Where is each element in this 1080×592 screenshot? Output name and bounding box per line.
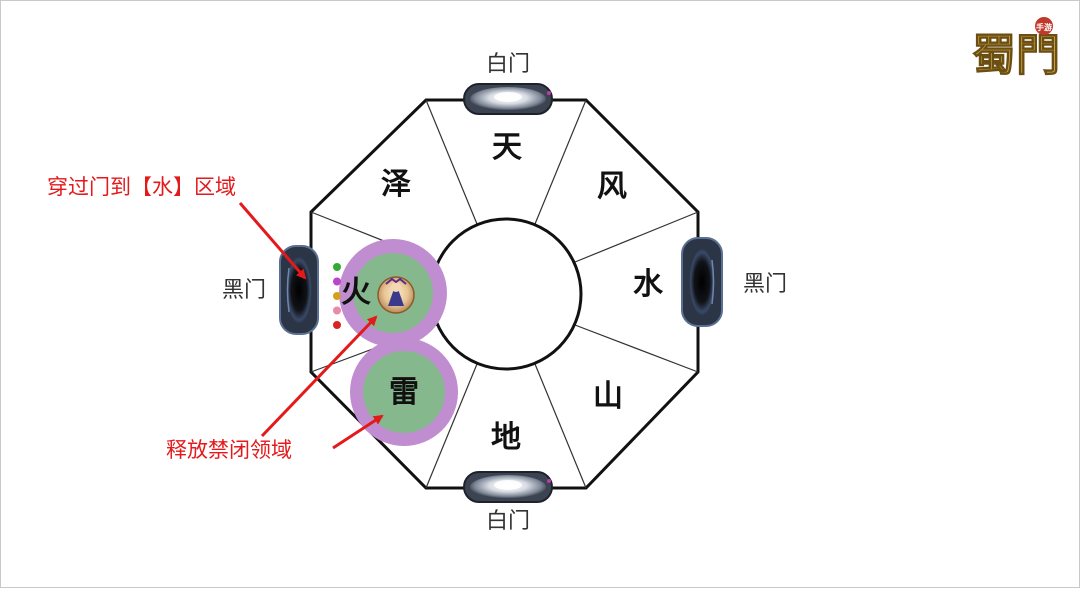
trigram-xun-label: 风 — [597, 169, 627, 204]
trigram-dui-label: 泽 — [381, 167, 411, 202]
buff-dot — [333, 321, 341, 329]
game-logo: 蜀門 手游 — [972, 17, 1061, 82]
annotation-arrow-release-domain-2 — [332, 414, 384, 450]
annotation-pass-gate: 穿过门到【水】区域 — [47, 175, 236, 199]
logo-seal-text: 手游 — [1036, 22, 1052, 32]
trigram-kun-label: 地 — [491, 420, 521, 455]
logo-seal — [1035, 17, 1053, 35]
trigram-kan-label: 水 — [633, 267, 664, 302]
portal-white-icon — [463, 83, 553, 115]
gate-label-bottom: 白门 — [486, 509, 530, 534]
portal-black-icon — [279, 245, 319, 335]
buff-indicator-dots — [333, 263, 341, 329]
portal-white-icon — [463, 471, 553, 503]
trigram-li-label: 火 — [341, 275, 371, 310]
trigram-gen-label: 山 — [593, 379, 623, 414]
portal-black-icon — [681, 237, 723, 327]
gate-label-left: 黑门 — [222, 278, 266, 303]
gate-label-top: 白门 — [486, 52, 530, 77]
character-avatar-icon — [377, 276, 415, 314]
buff-dot — [333, 277, 341, 286]
gate-label-right: 黑门 — [743, 272, 787, 297]
trigram-zhen-label: 雷 — [389, 375, 419, 410]
logo-main-text: 蜀門 — [972, 30, 1060, 81]
domain-fill — [363, 351, 445, 433]
annotation-arrow-pass-gate — [238, 202, 307, 280]
trigram-qian-label: 天 — [492, 130, 522, 165]
center-circle — [429, 217, 583, 371]
annotation-release-domain: 释放禁闭领域 — [166, 438, 292, 462]
annotation-arrow-release-domain-1 — [260, 315, 378, 438]
sector-dividers — [310, 99, 699, 489]
buff-dot — [333, 292, 341, 300]
buff-dot — [333, 263, 341, 271]
buff-dot — [333, 306, 341, 315]
